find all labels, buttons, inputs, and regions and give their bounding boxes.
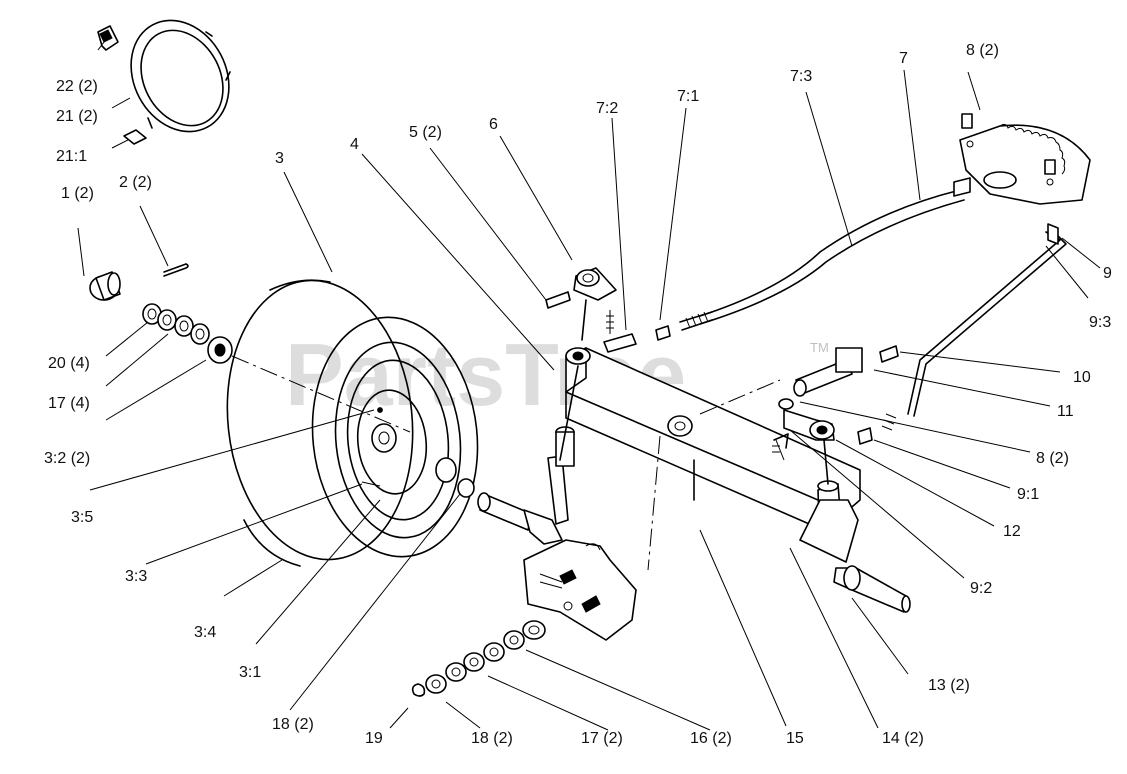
- callout-4: 4: [350, 136, 359, 153]
- watermark-trademark: TM: [810, 340, 829, 355]
- callout-5: 5 (2): [409, 124, 442, 141]
- pivot-shaft: [793, 345, 899, 397]
- callout-20: 20 (4): [48, 355, 90, 372]
- wheel-bearing-left: [207, 336, 233, 364]
- axle-centerline: [231, 355, 411, 433]
- hubcap-insert: [123, 129, 147, 145]
- callout-9-1: 9:1: [1017, 486, 1039, 503]
- pivot-arm: [573, 267, 617, 341]
- steering-sector-gear: [959, 113, 1091, 205]
- spindle-left: [477, 426, 575, 545]
- washer-stack-right: [411, 620, 546, 697]
- callout-9-2: 9:2: [970, 580, 992, 597]
- callout-15: 15: [786, 730, 804, 747]
- callout-9: 9: [1103, 265, 1112, 282]
- callout-18-mid: 18 (2): [272, 716, 314, 733]
- washer-right: [457, 478, 475, 498]
- callout-8-right: 8 (2): [1036, 450, 1069, 467]
- cotter-pin: [163, 263, 189, 277]
- roll-pin: [545, 291, 571, 309]
- dust-cap: [89, 271, 121, 301]
- callout-7-2: 7:2: [596, 100, 618, 117]
- callout-14: 14 (2): [882, 730, 924, 747]
- callout-6: 6: [489, 116, 498, 133]
- callout-3-5: 3:5: [71, 509, 93, 526]
- callout-7: 7: [899, 50, 908, 67]
- wheel-tire-assembly: [226, 279, 479, 567]
- drag-link: [603, 177, 971, 353]
- callout-13: 13 (2): [928, 677, 970, 694]
- callout-21: 21 (2): [56, 108, 98, 125]
- callout-11: 11: [1057, 403, 1074, 420]
- callout-18-bottom: 18 (2): [471, 730, 513, 747]
- callout-17-bottom: 17 (2): [581, 730, 623, 747]
- washer-nut-small: [772, 398, 794, 461]
- callout-19: 19: [365, 730, 383, 747]
- callout-7-3: 7:3: [790, 68, 812, 85]
- callout-16: 16 (2): [690, 730, 732, 747]
- bearing-right: [435, 457, 457, 483]
- callout-2: 2 (2): [119, 174, 152, 191]
- tie-rod: [857, 223, 1067, 445]
- callout-22: 22 (2): [56, 78, 98, 95]
- leader-lines: [77, 33, 1101, 731]
- callout-17-left: 17 (4): [48, 395, 90, 412]
- callout-7-1: 7:1: [677, 88, 699, 105]
- spindle-right: [799, 480, 911, 613]
- callout-9-3: 9:3: [1089, 314, 1111, 331]
- axle-support-plate: [523, 539, 637, 641]
- callout-21-1: 21:1: [56, 148, 87, 165]
- steering-arm: [773, 409, 835, 485]
- hubcap-ring: [130, 19, 231, 133]
- callout-3-1: 3:1: [239, 664, 261, 681]
- callout-12: 12: [1003, 523, 1021, 540]
- callout-labels: 22 (2) 21 (2) 21:1 1 (2) 2 (2) 3 4 5 (2)…: [44, 42, 1112, 747]
- callout-3-4: 3:4: [194, 624, 216, 641]
- callout-8-top: 8 (2): [966, 42, 999, 59]
- callout-1: 1 (2): [61, 185, 94, 202]
- callout-3-3: 3:3: [125, 568, 147, 585]
- callout-3-2: 3:2 (2): [44, 450, 90, 467]
- washer-stack-left: [142, 303, 210, 345]
- callout-10: 10: [1073, 369, 1091, 386]
- callout-3: 3: [275, 150, 284, 167]
